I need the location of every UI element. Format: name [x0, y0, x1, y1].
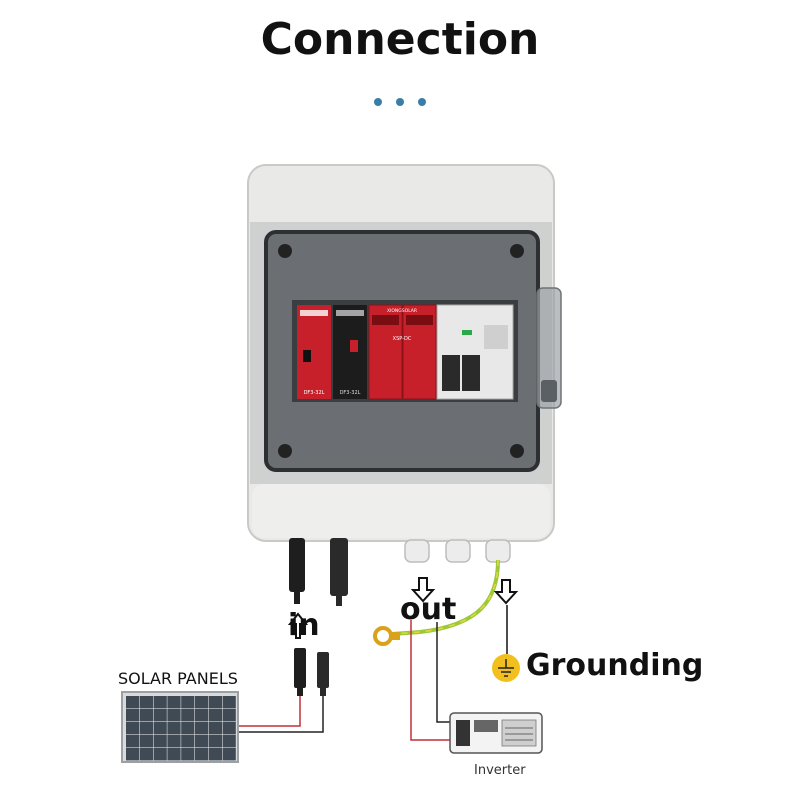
- solar-cell: [126, 735, 140, 748]
- solar-cell: [222, 748, 236, 761]
- in-arrow-icon: [287, 612, 309, 639]
- output-wire-positive: [410, 620, 450, 741]
- decorative-dots: [0, 98, 800, 106]
- ground-ring-terminal: [373, 626, 393, 646]
- solar-cell: [167, 696, 181, 709]
- solar-panels-label: SOLAR PANELS: [118, 669, 238, 688]
- mc4-connector: [317, 652, 329, 688]
- solar-cell: [126, 696, 140, 709]
- solar-cell: [153, 696, 167, 709]
- solar-cell: [222, 709, 236, 722]
- cable-gland: [485, 539, 511, 563]
- dot: [374, 98, 382, 106]
- solar-cell: [195, 722, 209, 735]
- ground-arrow-icon: [493, 579, 519, 605]
- solar-cell: [139, 722, 153, 735]
- solar-wire-positive: [238, 696, 301, 727]
- solar-cell: [195, 748, 209, 761]
- solar-cell: [139, 748, 153, 761]
- solar-cell: [208, 696, 222, 709]
- out-arrow-icon: [410, 577, 436, 603]
- ground-wire-stripe: [391, 559, 499, 635]
- combiner-box: DF3-32L DF3-32L XIONGSOLAR XSP-DC: [247, 164, 562, 542]
- solar-cell: [222, 696, 236, 709]
- cover-latch: [536, 287, 562, 409]
- inverter-label: Inverter: [474, 763, 526, 778]
- inverter-device: [449, 712, 543, 754]
- mc4-connector: [330, 538, 348, 596]
- solar-cell: [139, 696, 153, 709]
- solar-cell: [167, 735, 181, 748]
- solar-cell: [181, 748, 195, 761]
- screw-icon: [510, 444, 524, 458]
- solar-cell: [208, 748, 222, 761]
- solar-cell: [126, 709, 140, 722]
- solar-cell: [153, 735, 167, 748]
- screw-icon: [510, 244, 524, 258]
- solar-cell: [153, 722, 167, 735]
- solar-cell: [181, 709, 195, 722]
- latch-tab: [541, 380, 557, 402]
- solar-cell: [126, 722, 140, 735]
- spd-model: XSP-DC: [393, 336, 412, 342]
- solar-wire-negative: [238, 696, 324, 733]
- solar-cell: [181, 735, 195, 748]
- solar-cell: [208, 722, 222, 735]
- solar-cell: [167, 748, 181, 761]
- screw-icon: [278, 244, 292, 258]
- cable-glands: [404, 539, 511, 563]
- solar-cell: [181, 696, 195, 709]
- solar-cell: [153, 748, 167, 761]
- solar-cell: [181, 722, 195, 735]
- out-label: out: [400, 592, 457, 627]
- mc4-connector: [289, 538, 305, 592]
- solar-cell: [126, 748, 140, 761]
- solar-cell: [208, 735, 222, 748]
- solar-panel: [121, 691, 239, 763]
- solar-cell: [139, 709, 153, 722]
- cable-gland: [445, 539, 471, 563]
- fuse-2-model: DF3-32L: [340, 390, 361, 396]
- solar-cell: [222, 735, 236, 748]
- solar-cell: [167, 709, 181, 722]
- solar-cell: [167, 722, 181, 735]
- solar-cell: [153, 709, 167, 722]
- solar-cell: [208, 709, 222, 722]
- in-label: in: [288, 608, 320, 643]
- fuse-1-model: DF3-32L: [304, 390, 325, 396]
- solar-cell: [195, 735, 209, 748]
- breaker-toggle: [462, 355, 480, 391]
- fuse-holder-1: [297, 305, 331, 399]
- panel-mc4-connectors: [294, 648, 329, 696]
- box-mc4-connectors: [289, 538, 348, 606]
- grounding-label: Grounding: [526, 648, 704, 683]
- box-bottom: [252, 484, 550, 538]
- output-wire-negative: [436, 622, 450, 723]
- solar-cell: [195, 709, 209, 722]
- solar-cell: [195, 696, 209, 709]
- solar-cell: [222, 722, 236, 735]
- dot: [418, 98, 426, 106]
- screw-icon: [278, 444, 292, 458]
- cable-gland: [404, 539, 430, 563]
- dot: [396, 98, 404, 106]
- page-title: Connection: [260, 14, 540, 65]
- spd-brand: XIONGSOLAR: [387, 308, 417, 314]
- mc4-connector: [294, 648, 306, 688]
- breaker-toggle: [442, 355, 460, 391]
- solar-cell: [139, 735, 153, 748]
